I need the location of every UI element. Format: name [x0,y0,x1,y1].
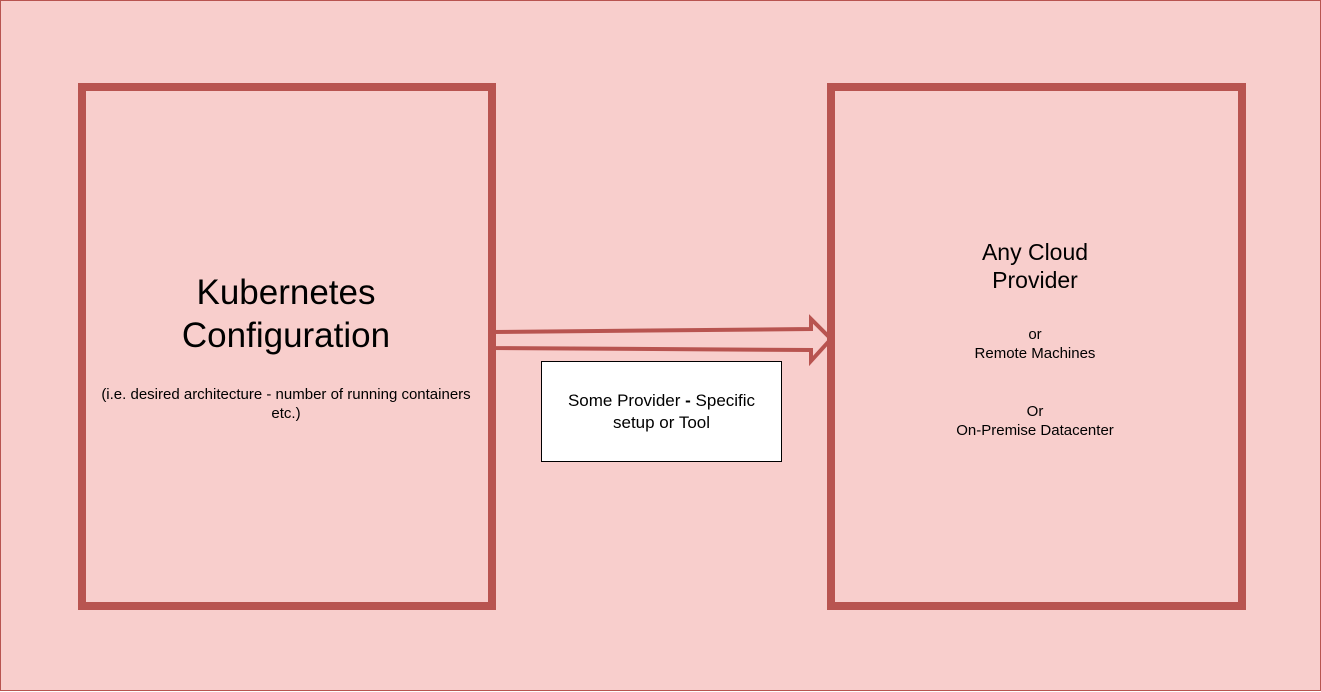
connector-arrow-shape [491,314,834,367]
cloud-provider-box [827,83,1246,610]
cloud-provider-title: Any Cloud Provider [905,238,1165,294]
cloud-title-line2: Provider [992,267,1078,293]
kubernetes-title-line2: Configuration [181,316,391,355]
provider-tool-label: Some Provider - Specific setup or Tool [552,390,772,434]
option-on-premise-datacenter: On-Premise Datacenter [956,422,1114,439]
kubernetes-configuration-title: Kubernetes Configuration [82,271,490,357]
provider-tool-label-part2: Specific setup or Tool [612,390,756,432]
option-or-2: Or [1026,403,1044,420]
provider-tool-label-part1: Some Provider [567,390,686,410]
option-or-1: or [1028,326,1042,343]
provider-tool-label-box: Some Provider - Specific setup or Tool [541,361,782,462]
provider-tool-label-dash: - [685,390,691,410]
option-remote-machines: Remote Machines [974,345,1096,362]
cloud-title-line1: Any Cloud [981,239,1089,265]
kubernetes-configuration-subtitle: (i.e. desired architecture - number of r… [101,386,471,422]
kubernetes-title-line1: Kubernetes [196,273,376,312]
kubernetes-configuration-box [78,83,496,610]
